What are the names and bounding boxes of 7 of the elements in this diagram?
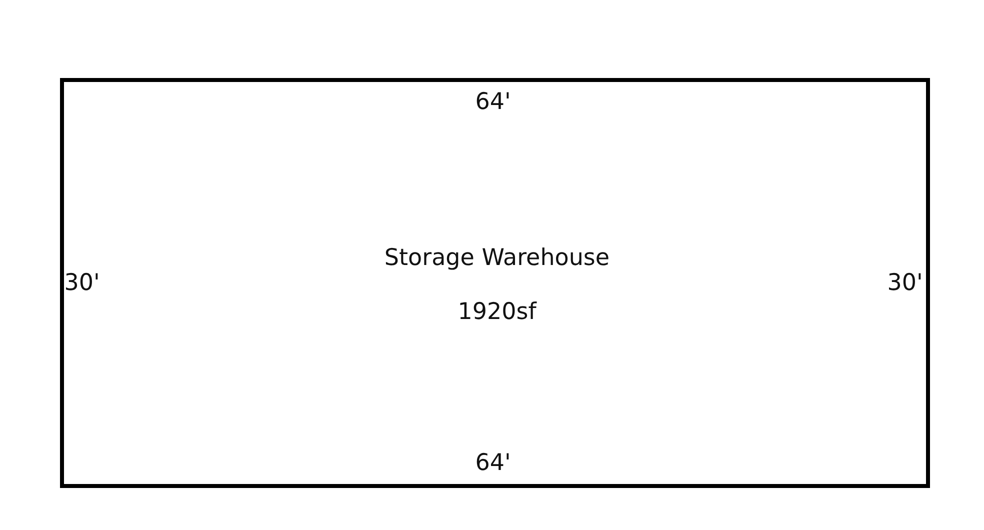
warehouse-outline <box>60 78 930 488</box>
room-name: Storage Warehouse <box>384 245 610 271</box>
area-label: 1920sf <box>458 299 536 325</box>
dimension-label: 64' <box>475 450 511 476</box>
dimension-label: 64' <box>475 89 511 115</box>
dimension-label: 30' <box>64 270 100 296</box>
dimension-label: 30' <box>887 270 923 296</box>
